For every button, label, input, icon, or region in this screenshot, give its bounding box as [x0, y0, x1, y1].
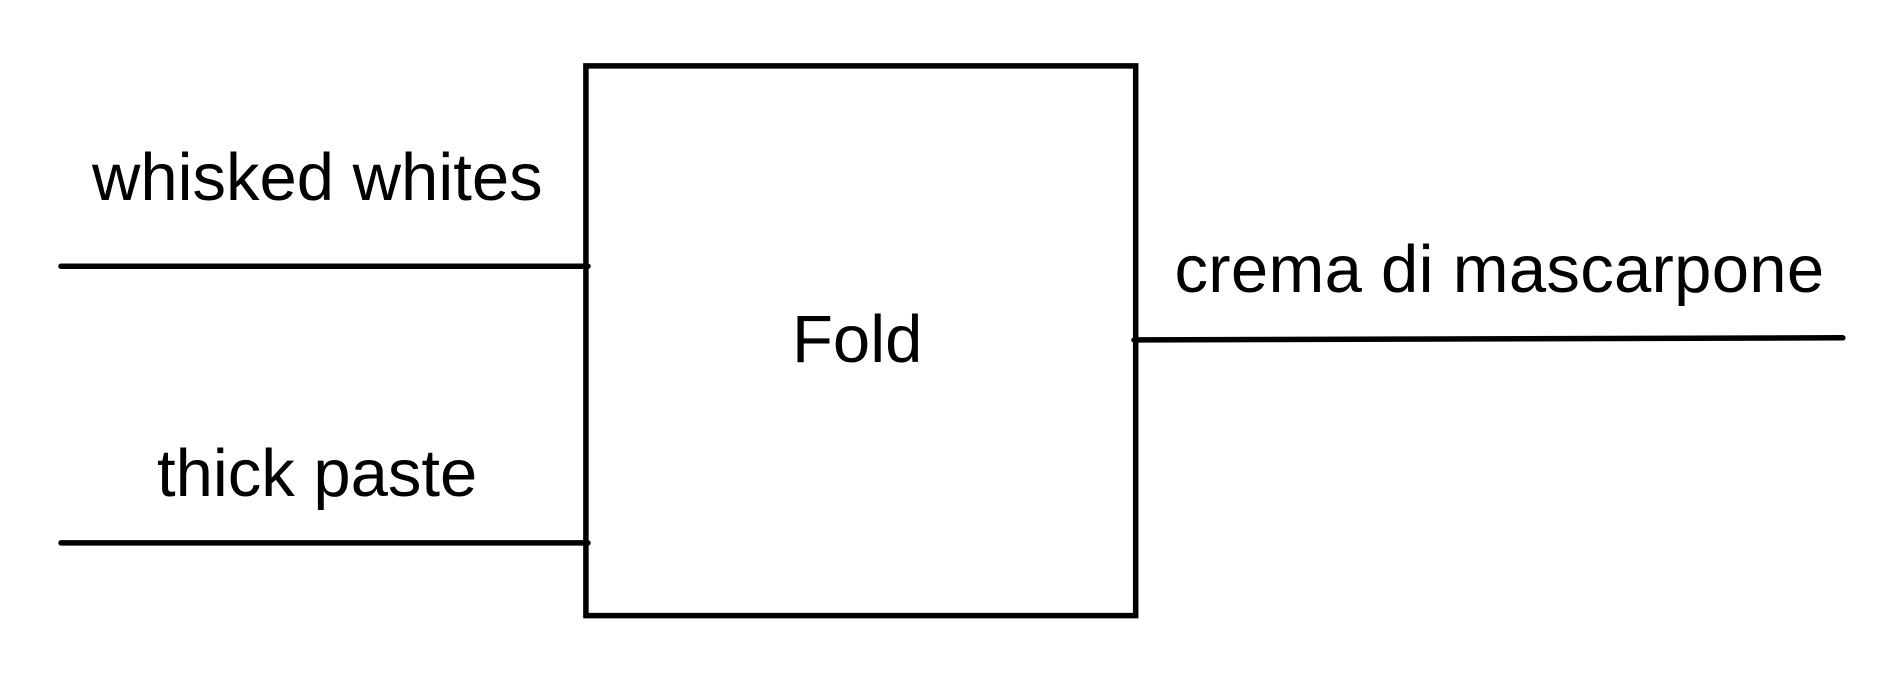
svg-text:whisked whites: whisked whites — [91, 140, 543, 215]
svg-text:Fold: Fold — [792, 302, 922, 377]
svg-text:thick paste: thick paste — [157, 436, 477, 511]
svg-text:crema di mascarpone: crema di mascarpone — [1175, 232, 1825, 307]
